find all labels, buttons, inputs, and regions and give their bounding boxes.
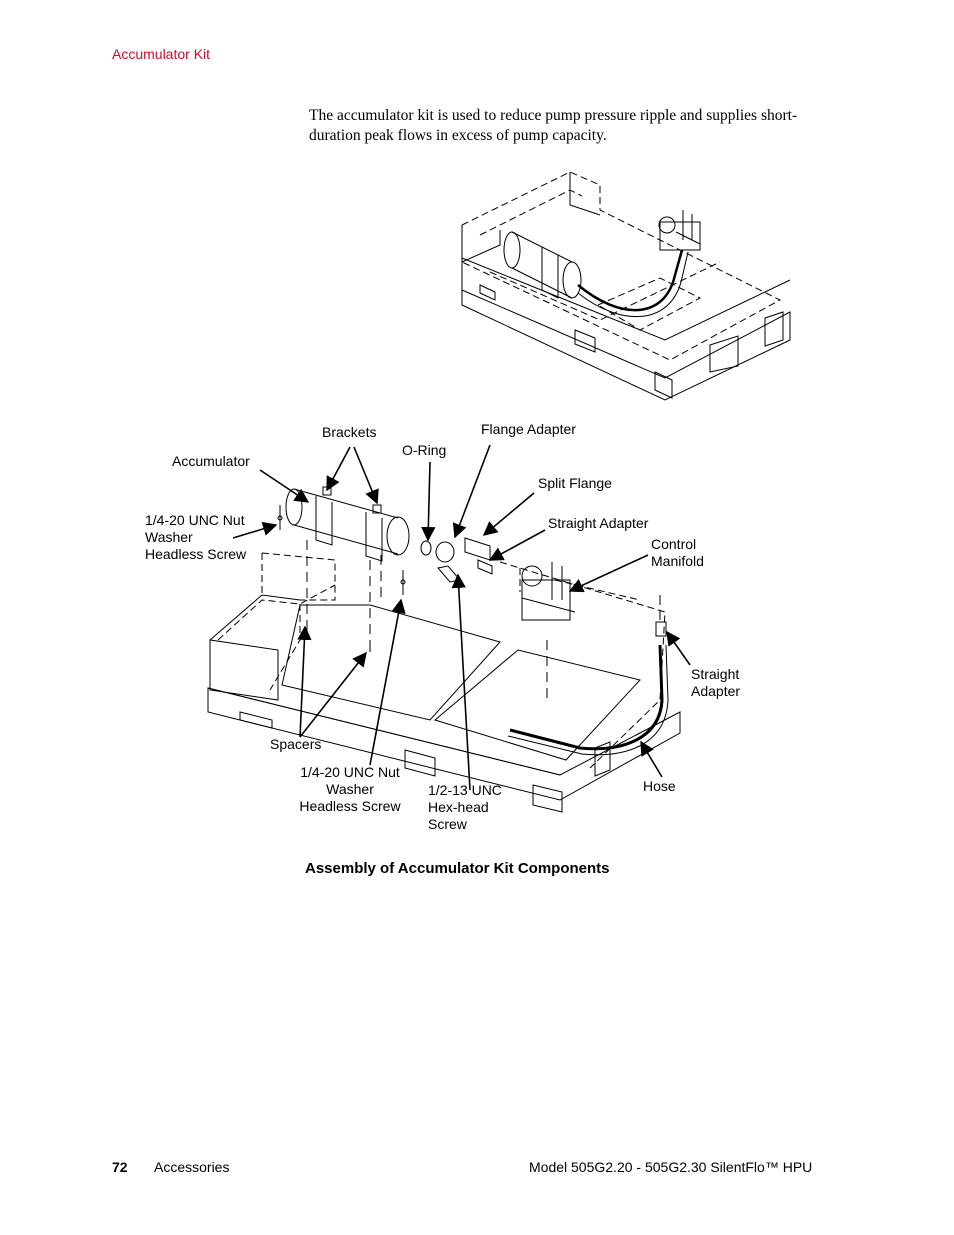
arrow-accumulator bbox=[259, 469, 310, 503]
label-hex-screw-line1: 1/2-13 UNC bbox=[428, 782, 502, 798]
arrow-bracket-right bbox=[353, 446, 379, 505]
label-control-manifold-line1: Control bbox=[651, 536, 696, 552]
label-fasteners-left-line3: Headless Screw bbox=[145, 546, 247, 562]
page-number: 72 bbox=[112, 1159, 128, 1175]
footer-section: Accessories bbox=[154, 1159, 230, 1175]
arrow-spacer-1 bbox=[297, 625, 312, 738]
arrow-straight-adapter-top bbox=[488, 529, 546, 561]
label-accumulator: Accumulator bbox=[172, 453, 250, 469]
arrow-flange-adapter bbox=[452, 444, 491, 539]
label-hex-screw-line3: Screw bbox=[428, 816, 468, 832]
assembled-unit-illustration bbox=[461, 171, 791, 401]
label-o-ring: O-Ring bbox=[402, 442, 446, 458]
exploded-assembly-illustration bbox=[207, 486, 681, 813]
label-fasteners-center-line3: Headless Screw bbox=[299, 798, 401, 814]
label-flange-adapter: Flange Adapter bbox=[481, 421, 576, 437]
label-fasteners-center-line2: Washer bbox=[326, 781, 374, 797]
label-fasteners-left-line1: 1/4-20 UNC Nut bbox=[145, 512, 245, 528]
label-hex-screw-line2: Hex-head bbox=[428, 799, 489, 815]
label-straight-adapter-right-line1: Straight bbox=[691, 666, 739, 682]
intro-paragraph: The accumulator kit is used to reduce pu… bbox=[309, 107, 798, 144]
label-straight-adapter-top: Straight Adapter bbox=[548, 515, 649, 531]
arrow-spacer-2 bbox=[299, 651, 367, 738]
label-fasteners-left-line2: Washer bbox=[145, 529, 193, 545]
arrow-fasteners-left bbox=[232, 521, 278, 539]
label-split-flange: Split Flange bbox=[538, 475, 612, 491]
arrow-o-ring bbox=[421, 461, 436, 542]
label-straight-adapter-right-line2: Adapter bbox=[691, 683, 740, 699]
arrow-hex-screw bbox=[451, 573, 471, 791]
leader-arrows bbox=[232, 444, 691, 791]
callout-labels: Brackets Accumulator O-Ring Flange Adapt… bbox=[145, 421, 740, 832]
figure-caption: Assembly of Accumulator Kit Components bbox=[305, 860, 610, 877]
arrow-fasteners-center bbox=[369, 598, 406, 766]
label-spacers: Spacers bbox=[270, 736, 321, 752]
arrow-hose bbox=[640, 740, 663, 778]
label-brackets: Brackets bbox=[322, 424, 376, 440]
label-control-manifold-line2: Manifold bbox=[651, 553, 704, 569]
running-header: Accumulator Kit bbox=[112, 46, 211, 62]
arrow-split-flange bbox=[482, 492, 535, 536]
arrow-control-manifold bbox=[568, 554, 649, 593]
label-hose: Hose bbox=[643, 778, 676, 794]
arrow-bracket-left bbox=[326, 446, 351, 492]
label-fasteners-center-line1: 1/4-20 UNC Nut bbox=[300, 764, 400, 780]
arrow-straight-adapter-right bbox=[666, 630, 691, 666]
footer-model: Model 505G2.20 - 505G2.30 SilentFlo™ HPU bbox=[529, 1159, 813, 1175]
